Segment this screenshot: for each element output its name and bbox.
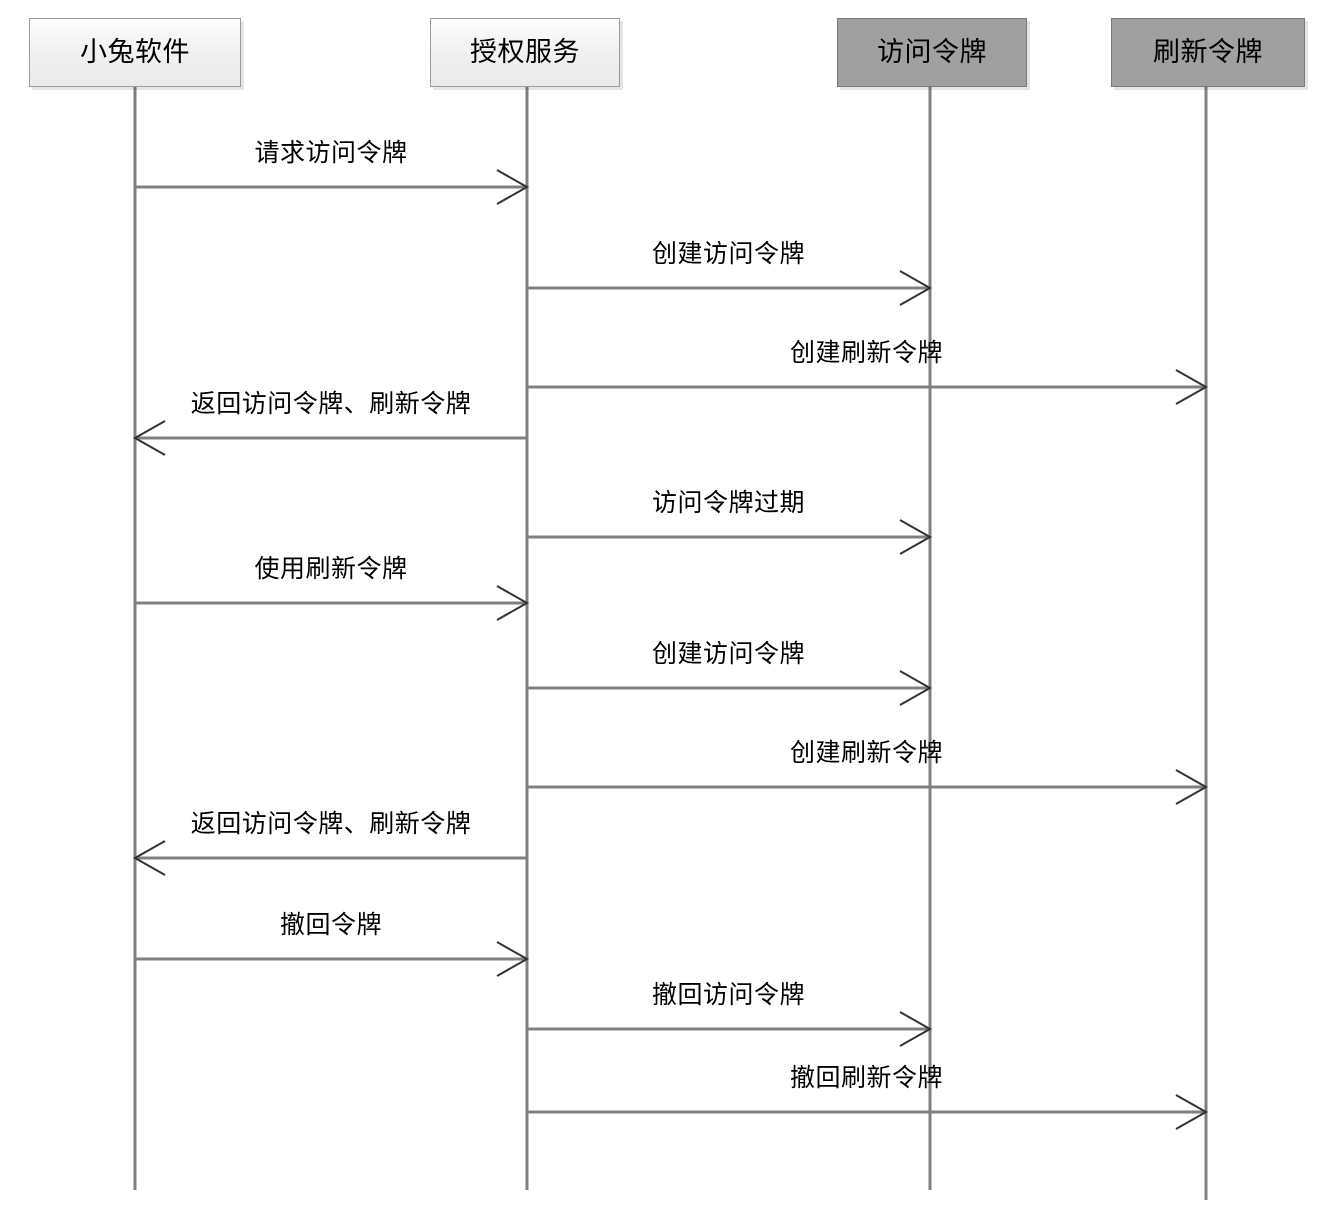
message-arrow-11[interactable] [527, 1011, 933, 1047]
message-arrow-9[interactable] [132, 840, 527, 876]
message-arrow-3[interactable] [527, 369, 1209, 405]
message-arrow-7[interactable] [527, 670, 933, 706]
participant-label: 访问令牌 [877, 37, 987, 68]
lifelines-group [133, 87, 1208, 1200]
participant-label: 授权服务 [470, 37, 580, 68]
message-arrow-4[interactable] [132, 420, 527, 456]
arrowhead-icon [899, 1011, 933, 1047]
arrowhead-icon [496, 585, 530, 621]
message-label-10: 撤回令牌 [279, 910, 383, 939]
arrowhead-icon [899, 670, 933, 706]
message-label-9: 返回访问令牌、刷新令牌 [190, 809, 472, 838]
arrowhead-icon [1175, 769, 1209, 805]
message-arrow-12[interactable] [527, 1094, 1209, 1130]
message-arrow-10[interactable] [135, 941, 530, 977]
message-label-5: 访问令牌过期 [651, 488, 806, 517]
message-arrow-2[interactable] [527, 270, 933, 306]
message-arrow-8[interactable] [527, 769, 1209, 805]
arrowhead-icon [899, 270, 933, 306]
arrowhead-icon [496, 941, 530, 977]
arrowhead-icon [899, 519, 933, 555]
message-label-8: 创建刷新令牌 [789, 738, 944, 767]
participant-box-client[interactable]: 小兔软件 [29, 18, 241, 87]
message-arrow-5[interactable] [527, 519, 933, 555]
arrowhead-icon [132, 420, 166, 456]
message-label-4: 返回访问令牌、刷新令牌 [190, 389, 472, 418]
message-label-11: 撤回访问令牌 [651, 980, 806, 1009]
message-arrows-group [132, 169, 1209, 1130]
participant-label: 小兔软件 [80, 37, 190, 68]
message-label-12: 撤回刷新令牌 [789, 1063, 944, 1092]
participant-box-auth-service[interactable]: 授权服务 [430, 18, 620, 87]
message-label-1: 请求访问令牌 [254, 138, 408, 167]
arrowhead-icon [496, 169, 530, 205]
message-arrow-1[interactable] [135, 169, 530, 205]
message-label-3: 创建刷新令牌 [789, 338, 944, 367]
participant-box-access-token[interactable]: 访问令牌 [837, 18, 1027, 87]
message-label-7: 创建访问令牌 [651, 639, 806, 668]
arrowhead-icon [1175, 1094, 1209, 1130]
message-label-6: 使用刷新令牌 [254, 554, 408, 583]
arrowhead-icon [1175, 369, 1209, 405]
participant-label: 刷新令牌 [1153, 37, 1263, 68]
message-label-2: 创建访问令牌 [651, 239, 806, 268]
arrowhead-icon [132, 840, 166, 876]
participant-box-refresh-token[interactable]: 刷新令牌 [1111, 18, 1305, 87]
message-arrow-6[interactable] [135, 585, 530, 621]
